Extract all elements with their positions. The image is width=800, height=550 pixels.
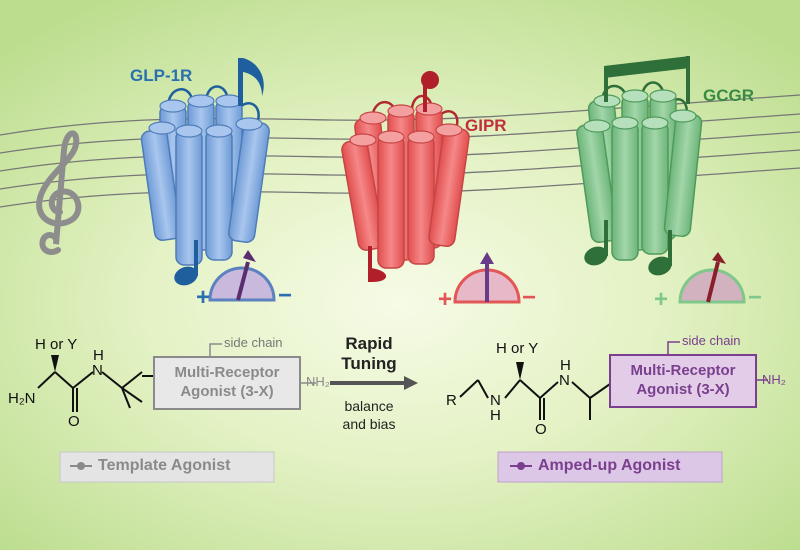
amped-amide-h: H (560, 357, 571, 374)
amped-amine-n: N (490, 392, 501, 409)
gipr-minus: − (522, 284, 537, 311)
amped-amine-h: H (490, 407, 501, 424)
music-note-icon (368, 71, 439, 282)
grey-dot-line-icon (70, 461, 92, 471)
template-h2n: H₂N (8, 390, 36, 407)
template-box-line1: Multi-Receptor (174, 364, 280, 381)
music-note-icon (584, 56, 690, 276)
gcgr-plus: + (654, 286, 669, 313)
template-box (153, 343, 316, 410)
amped-agonist-label: Amped-up Agonist (538, 457, 681, 474)
template-box-line2: Agonist (3-X) (180, 383, 274, 400)
glp1r-minus: − (278, 282, 293, 309)
amped-side-chain: side chain (682, 333, 741, 348)
gipr-dial (453, 252, 521, 304)
amped-box-line2: Agonist (3-X) (636, 381, 730, 398)
amped-nh2: NH₂ (762, 372, 786, 387)
amped-box (609, 341, 768, 408)
template-carbonyl-o: O (68, 413, 80, 430)
amped-box-line1: Multi-Receptor (630, 362, 736, 379)
gcgr-receptor (576, 56, 703, 276)
amped-amide-n: N (559, 372, 570, 389)
gipr-label: GIPR (465, 116, 507, 135)
gcgr-label: GCGR (703, 86, 754, 105)
gcgr-minus: − (748, 284, 763, 311)
template-agonist-label: Template Agonist (98, 457, 231, 474)
amped-pill-bg (497, 451, 723, 483)
music-note-icon (174, 58, 264, 286)
rapid-tuning-sub2: and bias (342, 416, 396, 432)
rapid-tuning-title: Rapid Tuning (334, 334, 404, 374)
amped-agonist-legend: Amped-up Agonist (510, 457, 681, 475)
purple-dot-line-icon (510, 461, 532, 471)
rapid-tuning-line2: Tuning (341, 354, 397, 373)
amped-box-text: Multi-Receptor Agonist (3-X) (610, 361, 756, 399)
amped-carbonyl-o: O (535, 421, 547, 438)
rapid-tuning-line1: Rapid (345, 334, 393, 353)
amped-r-group: R (446, 392, 457, 409)
gcgr-dial (678, 252, 746, 304)
rapid-tuning-sub1: balance (344, 398, 394, 414)
template-structure-bonds (37, 355, 154, 412)
glp1r-plus: + (196, 284, 211, 311)
glp1r-label: GLP-1R (130, 66, 193, 85)
template-pill-bg (59, 451, 275, 483)
tuning-arrowhead (404, 376, 418, 390)
treble-clef-icon (36, 130, 82, 255)
glp1r-dial (208, 250, 276, 302)
amped-h-or-y: H or Y (496, 340, 539, 357)
amped-structure-bonds (459, 362, 611, 420)
gipr-receptor (341, 71, 470, 282)
gipr-plus: + (438, 286, 453, 313)
template-h-or-y: H or Y (35, 336, 78, 353)
template-amide-h: H (93, 347, 104, 364)
template-box-text: Multi-Receptor Agonist (3-X) (154, 363, 300, 401)
template-side-chain: side chain (224, 335, 283, 350)
template-agonist-legend: Template Agonist (70, 457, 230, 475)
template-nh2: NH₂ (306, 374, 330, 389)
rapid-tuning-subtitle: balance and bias (334, 397, 404, 433)
glp1r-receptor (140, 58, 270, 286)
template-amide-n: N (92, 362, 103, 379)
